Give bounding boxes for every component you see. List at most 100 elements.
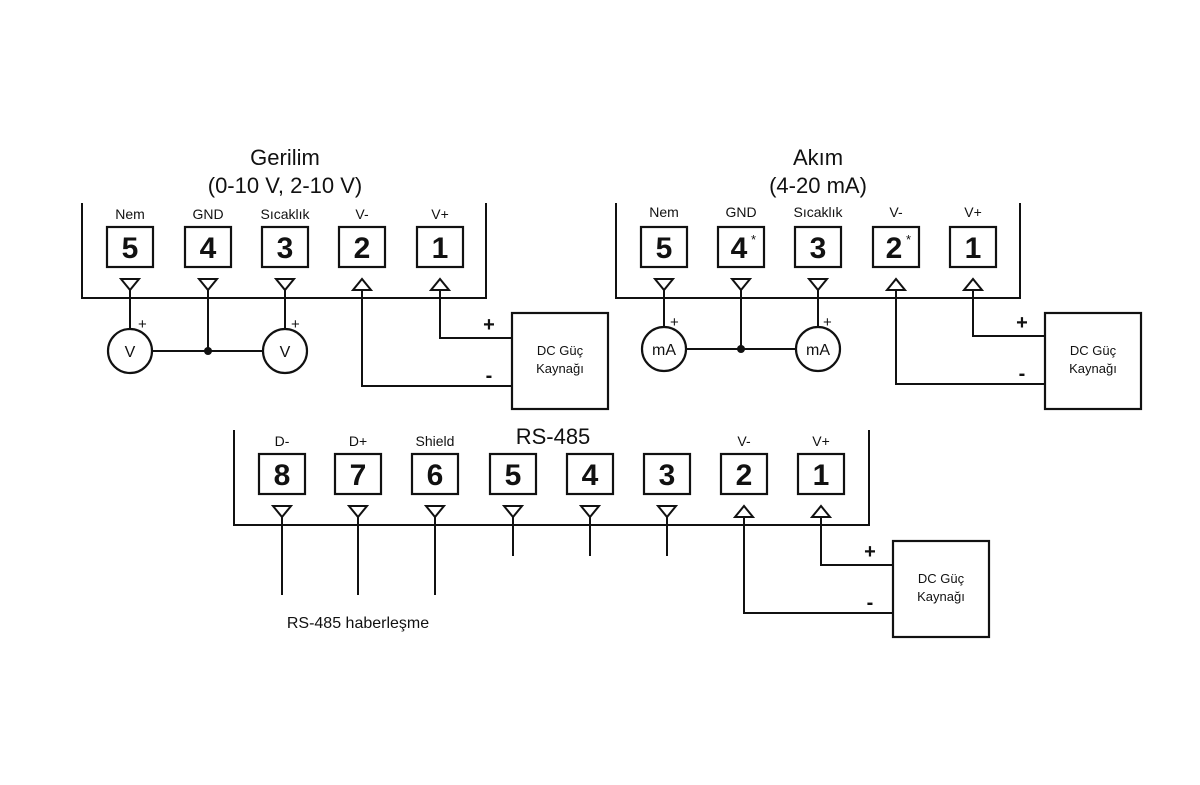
voltmeter-left <box>106 327 154 375</box>
input-arrow-icon <box>350 277 374 291</box>
rs485-terminal-label: D+ <box>349 433 367 449</box>
voltage-terminal-label: Sıcaklık <box>260 206 310 222</box>
rs485-terminal <box>719 452 769 496</box>
output-arrow-icon <box>196 278 220 292</box>
current-terminal-number: 4 <box>731 232 748 265</box>
voltage-terminal-label: V+ <box>431 206 449 222</box>
wire <box>820 517 893 566</box>
terminal-asterisk: * <box>906 232 911 247</box>
input-arrow-icon <box>428 277 452 291</box>
rs485-terminal <box>642 452 692 496</box>
rs485-terminal-number: 5 <box>505 459 522 492</box>
rs485-comm-label: RS-485 haberleşme <box>287 615 429 632</box>
rs485-terminal-number: 7 <box>350 459 367 492</box>
current-terminal-label: V- <box>889 204 903 220</box>
dc-power-supply <box>1043 311 1143 411</box>
voltage-terminal-number: 1 <box>432 232 449 265</box>
psu-minus: - <box>1019 363 1026 385</box>
wire <box>439 290 512 339</box>
current-terminal-label: Nem <box>649 204 679 220</box>
voltage-terminal-number: 2 <box>354 232 371 265</box>
wire <box>743 517 893 614</box>
meter-plus: + <box>823 314 832 331</box>
input-arrow-icon <box>809 504 833 518</box>
rs485-terminal-label: V- <box>737 433 751 449</box>
voltage-terminal <box>105 225 155 269</box>
rs485-terminal <box>410 452 460 496</box>
voltmeter-right <box>261 327 309 375</box>
rs485-terminal <box>565 452 615 496</box>
output-arrow-icon <box>501 505 525 519</box>
voltage-section: Gerilim (0-10 V, 2-10 V) Nem 5 GND 4 Sıc… <box>81 145 610 411</box>
ammeter-left <box>640 325 688 373</box>
voltage-terminal-number: 3 <box>277 232 294 265</box>
psu-label: Kaynağı <box>917 589 965 604</box>
meter-label: mA <box>652 342 676 359</box>
voltage-title: Gerilim <box>250 145 320 170</box>
voltage-terminal-number: 4 <box>200 232 217 265</box>
psu-plus: + <box>864 541 876 563</box>
current-terminal <box>793 225 843 269</box>
dc-power-supply <box>891 539 991 639</box>
voltage-terminal <box>260 225 310 269</box>
voltage-subtitle: (0-10 V, 2-10 V) <box>208 173 363 198</box>
rs485-terminal-number: 8 <box>274 459 291 492</box>
output-arrow-icon <box>346 505 370 519</box>
current-terminal-label: GND <box>725 204 756 220</box>
output-arrow-icon <box>578 505 602 519</box>
meter-plus: + <box>670 314 679 331</box>
psu-plus: + <box>483 314 495 336</box>
input-arrow-icon <box>884 277 908 291</box>
meter-plus: + <box>291 316 300 333</box>
rs485-terminal-label: Shield <box>416 433 455 449</box>
current-terminal-number: 5 <box>656 232 673 265</box>
rs485-housing <box>233 430 870 526</box>
voltage-terminal <box>415 225 465 269</box>
meter-label: mA <box>806 342 830 359</box>
output-arrow-icon <box>806 278 830 292</box>
rs485-section: RS-485 D- 8 D+ 7 Shield 6 5 4 3 V- 2 V+ … <box>233 424 991 639</box>
rs485-terminal-label: V+ <box>812 433 830 449</box>
current-terminal-label: V+ <box>964 204 982 220</box>
voltage-terminal-label: V- <box>355 206 369 222</box>
output-arrow-icon <box>118 278 142 292</box>
output-arrow-icon <box>423 505 447 519</box>
rs485-terminal-label: D- <box>275 433 290 449</box>
dc-power-supply <box>510 311 610 411</box>
voltage-terminal-label: Nem <box>115 206 145 222</box>
voltage-terminal-label: GND <box>192 206 223 222</box>
junction-dot <box>204 347 212 355</box>
voltage-terminal <box>337 225 387 269</box>
rs485-terminal-number: 1 <box>813 459 830 492</box>
terminal-asterisk: * <box>751 232 756 247</box>
rs485-terminal-number: 4 <box>582 459 599 492</box>
rs485-terminal-number: 3 <box>659 459 676 492</box>
ammeter-right <box>794 325 842 373</box>
current-subtitle: (4-20 mA) <box>769 173 867 198</box>
input-arrow-icon <box>961 277 985 291</box>
output-arrow-icon <box>270 505 294 519</box>
current-terminal <box>871 225 921 269</box>
psu-minus: - <box>867 592 874 614</box>
output-arrow-icon <box>655 505 679 519</box>
rs485-terminal <box>257 452 307 496</box>
rs485-terminal <box>333 452 383 496</box>
output-arrow-icon <box>273 278 297 292</box>
psu-label: DC Güç <box>537 343 584 358</box>
voltage-terminal <box>183 225 233 269</box>
current-section: Akım (4-20 mA) Nem 5 GND 4 * Sıcaklık 3 … <box>615 145 1143 411</box>
wire <box>972 290 1045 337</box>
psu-label: Kaynağı <box>1069 361 1117 376</box>
meter-plus: + <box>138 316 147 333</box>
wire <box>895 290 1045 385</box>
current-terminal-number: 1 <box>965 232 982 265</box>
meter-label: V <box>280 344 291 361</box>
wire <box>361 290 512 387</box>
current-terminal-number: 2 <box>886 232 903 265</box>
rs485-terminal-number: 6 <box>427 459 444 492</box>
input-arrow-icon <box>732 504 756 518</box>
psu-minus: - <box>486 365 493 387</box>
psu-label: DC Güç <box>1070 343 1117 358</box>
psu-label: Kaynağı <box>536 361 584 376</box>
